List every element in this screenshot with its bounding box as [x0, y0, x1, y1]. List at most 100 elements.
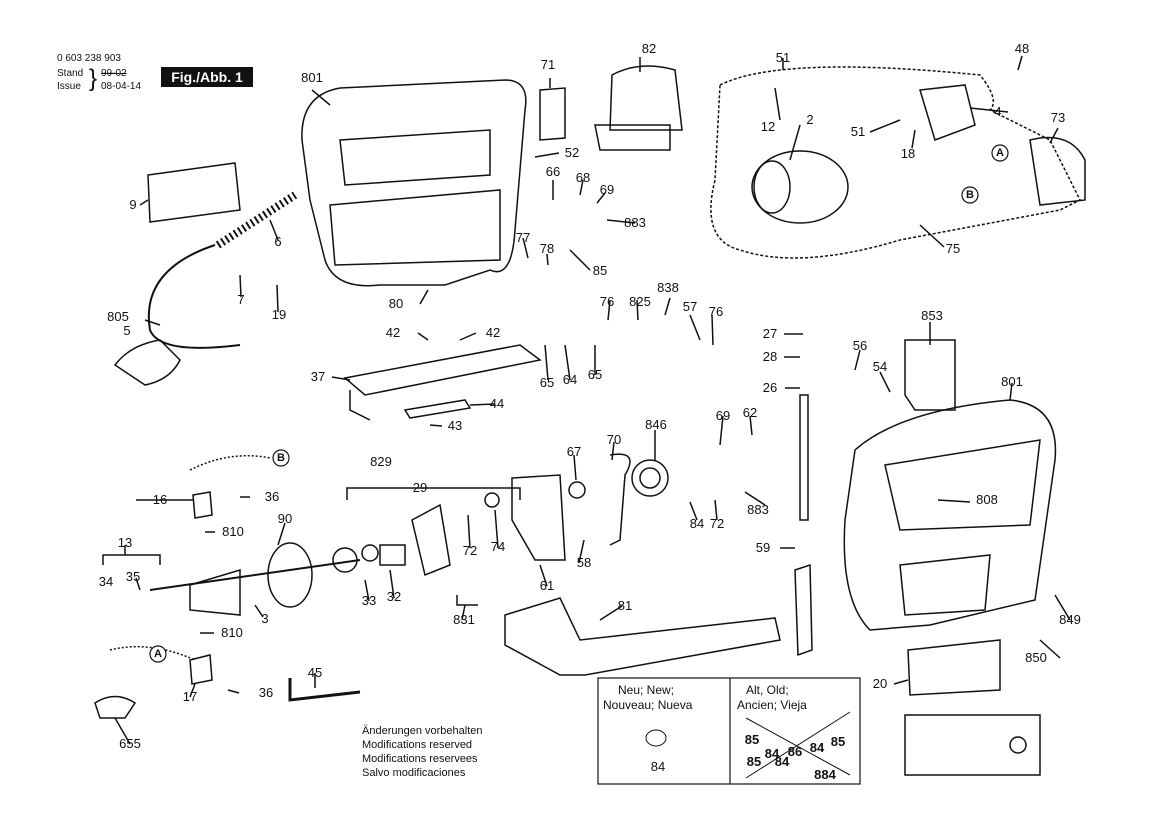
note-line: Modifications reservees: [362, 753, 478, 765]
callout-12: 12: [760, 119, 776, 134]
legend-new-label-2: Nouveau; Nueva: [603, 698, 693, 712]
callout-801-right: 801: [1001, 374, 1023, 389]
callout-66: 66: [545, 164, 561, 179]
callout-849: 849: [1059, 612, 1081, 627]
legend-old-part: 84: [809, 740, 825, 755]
callout-3: 3: [261, 611, 269, 626]
callout-32: 32: [386, 589, 402, 604]
callout-16: 16: [152, 492, 168, 507]
callout-76-b: 76: [708, 304, 724, 319]
callout-42-b: 42: [485, 325, 501, 340]
callout-78: 78: [539, 241, 555, 256]
housing-right-half: [843, 399, 1057, 631]
issue-value: 08-04-14: [101, 81, 142, 92]
brush-holder-16: [192, 491, 213, 519]
marker-a-left: A: [154, 648, 162, 660]
callout-805: 805: [107, 309, 129, 324]
callout-61: 61: [539, 578, 555, 593]
callout-825: 825: [629, 294, 651, 309]
callout-28: 28: [762, 349, 778, 364]
legend-old-part: 884: [814, 767, 836, 782]
callout-72-right: 72: [709, 516, 725, 531]
wire-b: [189, 454, 271, 471]
field-coil: [751, 150, 849, 224]
callout-37: 37: [310, 369, 326, 384]
part-number: 0 603 238 903: [57, 53, 121, 64]
callout-36-top: 36: [264, 489, 280, 504]
callout-51-mid: 51: [850, 124, 866, 139]
callout-76-a: 76: [599, 294, 615, 309]
callout-838: 838: [657, 280, 679, 295]
callout-6: 6: [274, 234, 282, 249]
brush-holder-17: [189, 654, 213, 685]
callout-810-bottom: 810: [221, 625, 243, 640]
note-line: Modifications reserved: [362, 739, 473, 751]
callout-883-mid: 883: [747, 502, 769, 517]
callout-84: 84: [689, 516, 705, 531]
callout-52: 52: [564, 145, 580, 160]
callout-48: 48: [1014, 41, 1030, 56]
blade: [794, 563, 813, 657]
marker-b-left: B: [277, 452, 285, 464]
washer-74: [484, 492, 500, 508]
fan-housing: [504, 597, 781, 676]
callout-27: 27: [762, 326, 778, 341]
legend-old-part: 86: [787, 744, 803, 759]
callout-80: 80: [388, 296, 404, 311]
marker-b-top: B: [966, 189, 974, 201]
gear-846: [631, 459, 669, 497]
stand-value: 99-02: [101, 68, 127, 79]
issue-label: Issue: [57, 81, 81, 92]
legend-old-label-2: Ancien; Vieja: [737, 698, 807, 712]
callout-850: 850: [1025, 650, 1047, 665]
marker-a-top: A: [996, 147, 1004, 159]
callout-57: 57: [682, 299, 698, 314]
callout-20: 20: [872, 676, 888, 691]
callout-85: 85: [592, 263, 608, 278]
legend-old-label-1: Alt, Old;: [746, 683, 789, 697]
callout-65-b: 65: [587, 367, 603, 382]
legend-old-part: 85: [744, 732, 760, 747]
figure-label: Fig./Abb. 1: [161, 67, 253, 87]
housing-left-half: [301, 79, 527, 287]
label-9: [147, 162, 241, 223]
callout-73: 73: [1050, 110, 1066, 125]
modification-notes: Änderungen vorbehalten Modifications res…: [362, 724, 482, 780]
plunger: [799, 394, 809, 521]
callout-35: 35: [125, 569, 141, 584]
commutator-90: [267, 542, 313, 608]
callout-77: 77: [515, 230, 531, 245]
callout-7: 7: [237, 292, 245, 307]
hex-key: [288, 678, 361, 702]
wire-a: [109, 645, 196, 661]
bearing-32: [379, 544, 406, 566]
callout-67: 67: [566, 444, 582, 459]
callout-58: 58: [576, 555, 592, 570]
callout-801-top: 801: [301, 70, 323, 85]
callout-18: 18: [900, 146, 916, 161]
legend-new-part: 84: [650, 759, 666, 774]
callout-34: 34: [98, 574, 114, 589]
callout-5: 5: [123, 323, 131, 338]
callout-64: 64: [562, 372, 578, 387]
note-line: Salvo modificaciones: [362, 767, 466, 779]
callout-51-top: 51: [775, 50, 791, 65]
callout-9: 9: [129, 197, 137, 212]
callout-56: 56: [852, 338, 868, 353]
washer-67: [568, 481, 586, 499]
callout-17: 17: [182, 689, 198, 704]
stand-label: Stand: [57, 68, 84, 79]
callout-69-mid: 69: [715, 408, 731, 423]
switch-4: [919, 84, 976, 141]
callout-69-top: 69: [599, 182, 615, 197]
handle-73: [1029, 136, 1086, 206]
callout-36-bottom: 36: [258, 685, 274, 700]
callout-846: 846: [645, 417, 667, 432]
callout-19: 19: [271, 307, 287, 322]
callout-29: 29: [412, 480, 428, 495]
clip-655: [94, 695, 137, 719]
callout-853: 853: [921, 308, 943, 323]
callout-75: 75: [945, 241, 961, 256]
armature: [189, 568, 241, 616]
